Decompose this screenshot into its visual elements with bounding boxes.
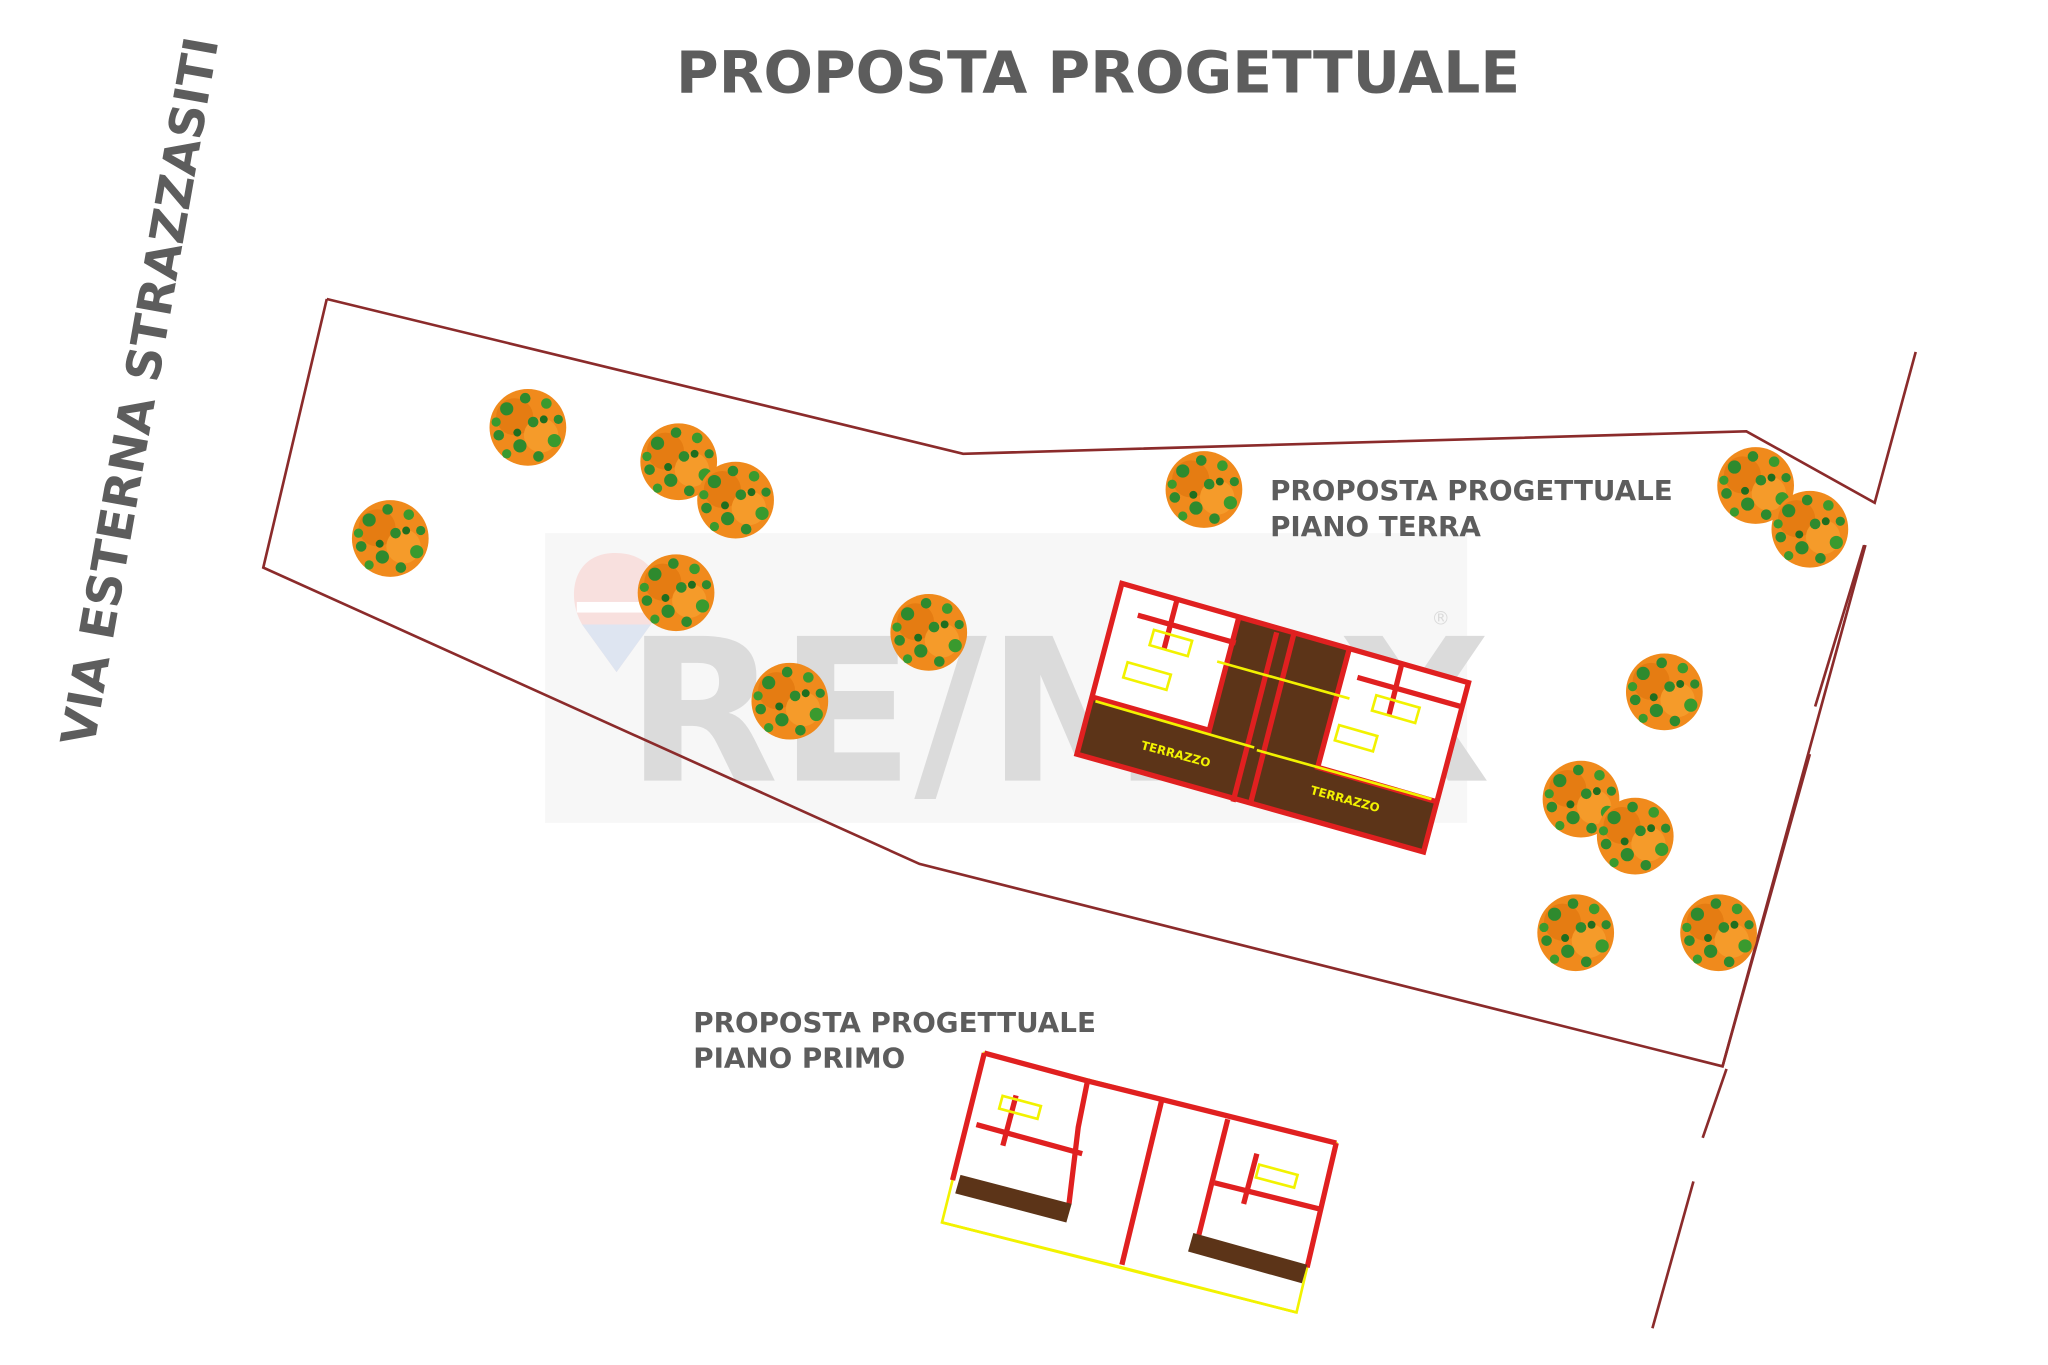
first-floor-balcony-left [955, 1174, 1072, 1223]
tree-icon [1596, 797, 1674, 875]
street-label: VIA ESTERNA STRAZZASITI [51, 33, 230, 750]
tree-icon [697, 461, 774, 539]
tree-icon [1165, 451, 1243, 528]
ground-floor-rooms-left [1092, 583, 1239, 731]
ground-floor-rooms-right [1317, 648, 1469, 802]
first-floor-label-line1: PROPOSTA PROGETTUALE [693, 1006, 1096, 1039]
plot-boundary [261, 297, 1917, 1329]
first-floor-balcony-right [1188, 1233, 1308, 1284]
ground-floor-label-line2: PIANO TERRA [1270, 510, 1481, 543]
tree-icon [637, 554, 715, 632]
tree-icon [351, 500, 429, 577]
page-title: PROPOSTA PROGETTUALE [676, 39, 1520, 107]
tree-icon [1680, 894, 1757, 972]
watermark-registered-mark: ® [1431, 608, 1450, 629]
tree-icon [489, 388, 567, 466]
first-floor-plan [940, 1050, 1339, 1315]
tree-icon [890, 594, 968, 671]
tree-icon [1625, 653, 1703, 731]
ground-floor-label-line1: PROPOSTA PROGETTUALE [1270, 474, 1673, 507]
ground-floor-plan: TERRAZZO TERRAZZO [1073, 580, 1472, 856]
tree-icon [1771, 490, 1849, 568]
balloon-logo-icon [573, 553, 660, 673]
tree-icon [751, 662, 829, 740]
tree-icon [1537, 894, 1615, 972]
first-floor-label-line2: PIANO PRIMO [693, 1042, 905, 1075]
